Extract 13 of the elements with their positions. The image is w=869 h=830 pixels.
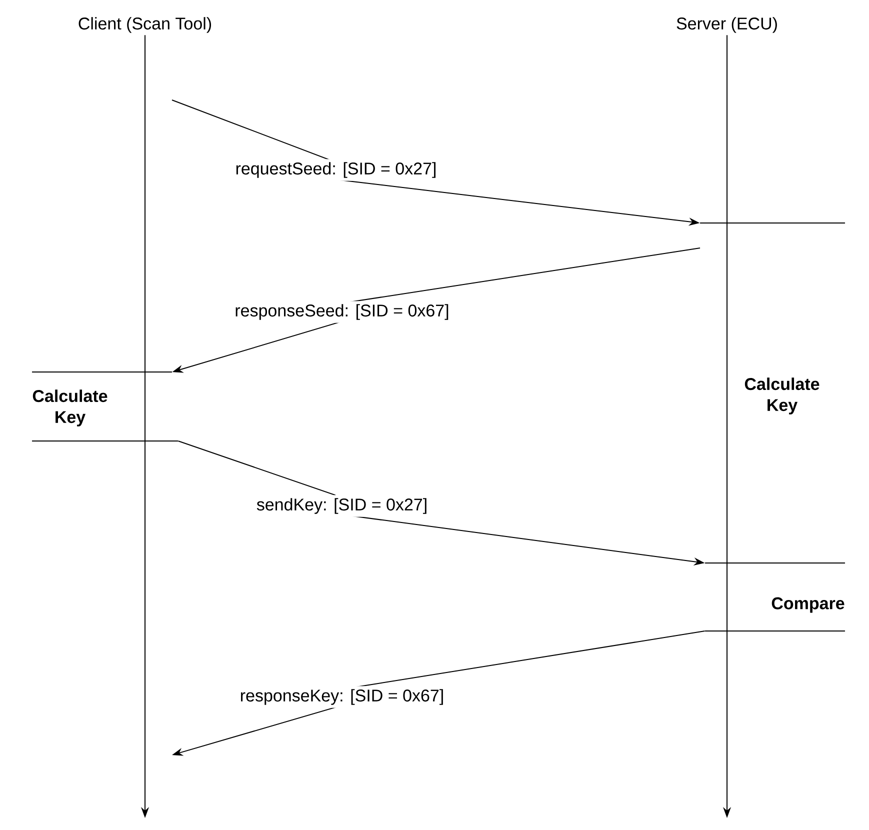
edge-label: responseKey: [SID = 0x67]	[241, 689, 443, 705]
edge-label: responseSeed: [SID = 0x67]	[236, 304, 448, 320]
lifeline-header: Server (ECU)	[676, 17, 777, 33]
step-label: Calculate Key	[744, 378, 820, 414]
step-label: Calculate Key	[32, 390, 108, 426]
step-label: Compare	[772, 597, 844, 613]
activation-line	[32, 440, 178, 442]
edge-label: requestSeed: [SID = 0x27]	[236, 162, 436, 178]
activation-line	[705, 562, 846, 564]
edge-label: sendKey: [SID = 0x27]	[256, 498, 426, 514]
lifeline-header: Client (Scan Tool)	[78, 17, 212, 33]
activation-line	[705, 630, 846, 632]
activation-line	[700, 222, 846, 224]
